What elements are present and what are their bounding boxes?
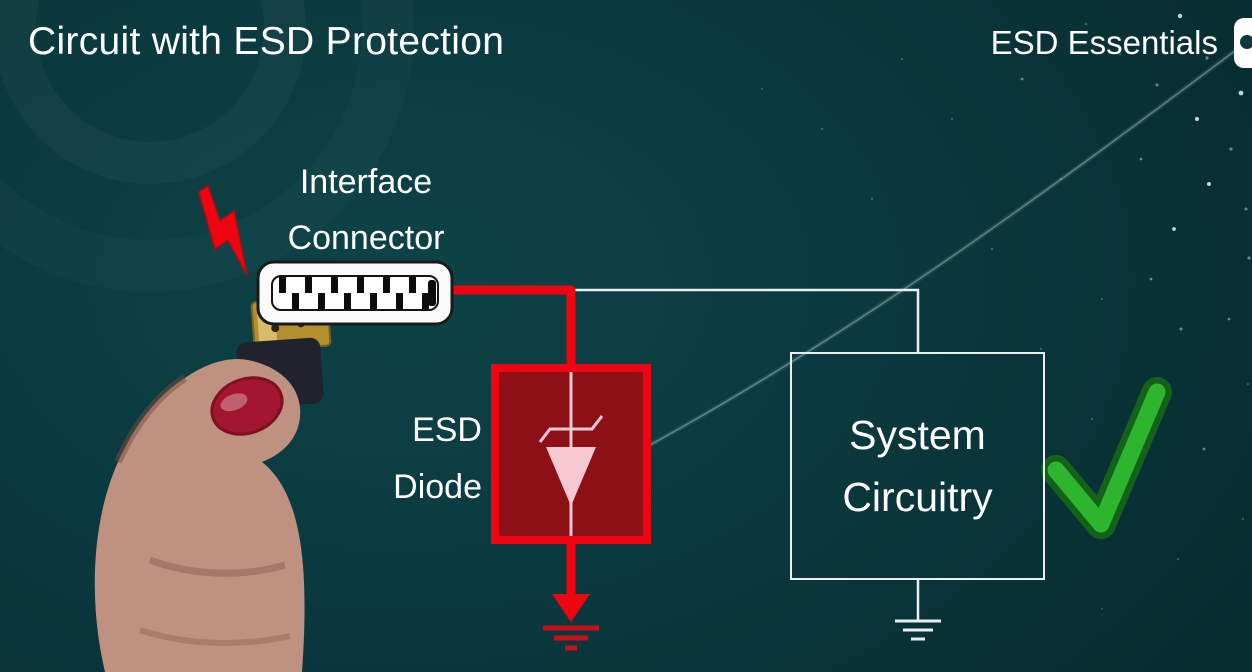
down-arrow-icon (552, 540, 590, 622)
slide-title: Circuit with ESD Protection (28, 20, 505, 63)
esd-diode-label-line2: Diode (393, 468, 482, 506)
sparkle-dots (761, 13, 1251, 610)
white-wire (571, 288, 920, 353)
interface-connector-label-line1: Interface (299, 163, 433, 201)
interface-connector-label: Interface Connector (250, 154, 482, 266)
ground-icon-system (895, 619, 941, 641)
lightning-icon (198, 184, 248, 276)
interface-connector-label-line2: Connector (287, 219, 445, 257)
hand-photo (94, 358, 305, 672)
light-curve (648, 36, 1252, 448)
zener-diode-icon (538, 372, 604, 536)
hdmi-connector-illustration (256, 260, 454, 326)
system-circuitry-line1: System (849, 412, 986, 458)
esd-diode-label: ESD Diode (336, 402, 482, 516)
brand-logo-dot (1240, 35, 1252, 49)
brand-logo (1234, 18, 1252, 68)
thumb-nail (210, 376, 284, 436)
ground-icon-esd (543, 625, 599, 651)
system-circuitry-line2: Circuitry (842, 474, 993, 520)
red-wire (440, 285, 576, 372)
esd-diode-label-line1: ESD (412, 411, 482, 449)
check-icon (1041, 377, 1172, 539)
brand-text: ESD Essentials (990, 24, 1218, 61)
system-circuitry-box: System Circuitry (790, 352, 1045, 580)
